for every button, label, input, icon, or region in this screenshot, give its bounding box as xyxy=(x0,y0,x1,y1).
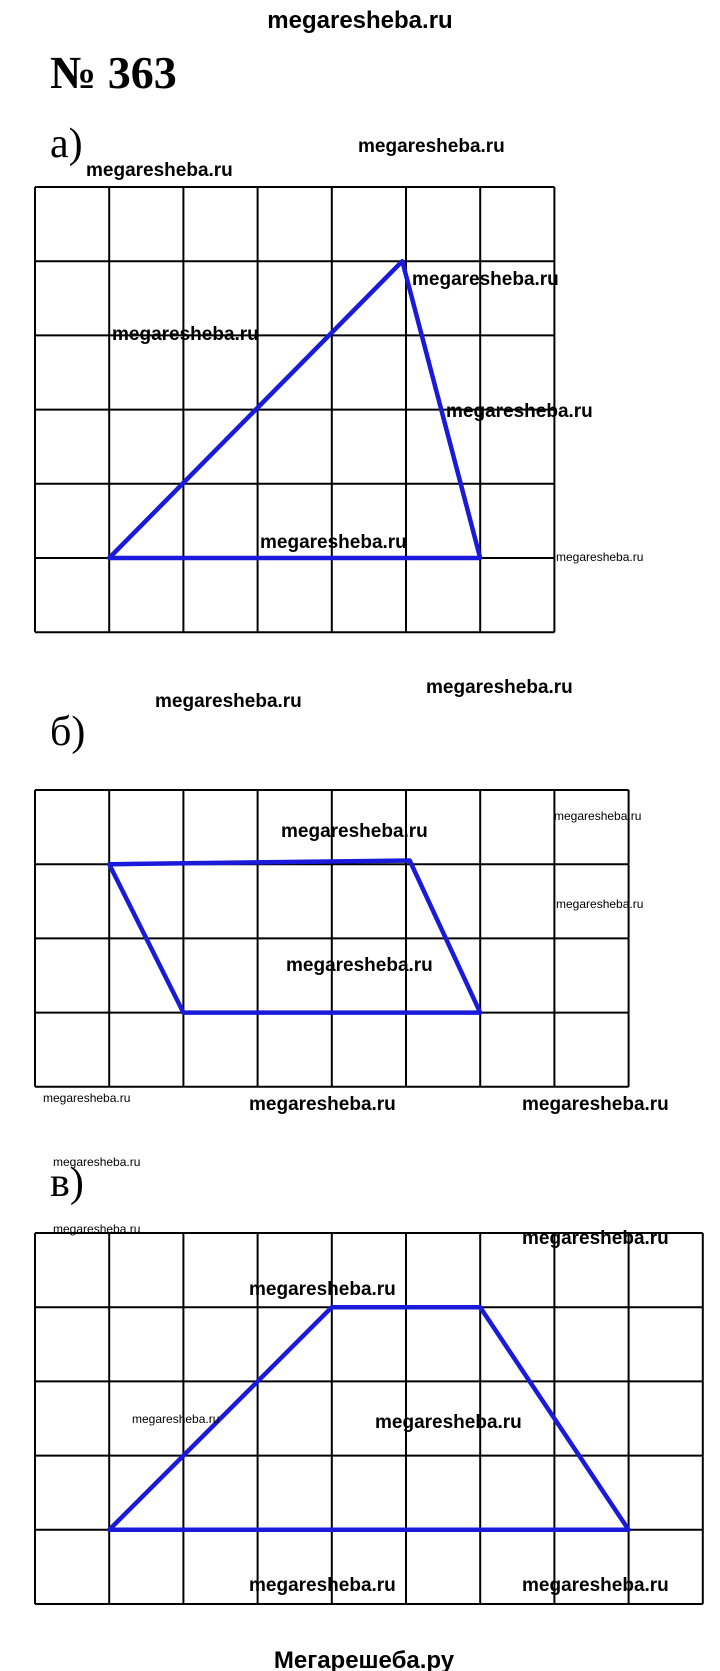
watermark: megaresheba.ru xyxy=(112,324,259,345)
watermark: megaresheba.ru xyxy=(412,269,559,290)
watermark: megaresheba.ru xyxy=(556,897,643,911)
watermark: megaresheba.ru xyxy=(53,1222,140,1236)
part-c-trapezoid xyxy=(106,1304,631,1533)
part-c-label: в) xyxy=(50,1160,84,1206)
watermark: megaresheba.ru xyxy=(249,1094,396,1115)
watermark: megaresheba.ru xyxy=(86,160,233,181)
watermark: megaresheba.ru xyxy=(556,550,643,564)
watermark: megaresheba.ru xyxy=(375,1412,522,1433)
part-a-triangle xyxy=(106,258,483,561)
watermark: megaresheba.ru xyxy=(522,1094,669,1115)
watermark: megaresheba.ru xyxy=(446,401,593,422)
watermark: megaresheba.ru xyxy=(155,691,302,712)
watermark: megaresheba.ru xyxy=(281,821,428,842)
watermark: megaresheba.ru xyxy=(358,136,505,157)
watermark: megaresheba.ru xyxy=(53,1155,140,1169)
watermark: megaresheba.ru xyxy=(522,1228,669,1249)
footer-brand: Мегарешеба.ру xyxy=(274,1647,455,1671)
header-watermark: megaresheba.ru xyxy=(267,7,452,34)
watermark: megaresheba.ru xyxy=(249,1279,396,1300)
watermark: megaresheba.ru xyxy=(522,1575,669,1596)
watermark: megaresheba.ru xyxy=(260,532,407,553)
problem-number: № 363 xyxy=(50,47,177,98)
watermark: megaresheba.ru xyxy=(132,1412,219,1426)
part-c-grid xyxy=(34,1232,704,1605)
part-b-parallelogram xyxy=(106,858,483,1015)
watermark: megaresheba.ru xyxy=(426,677,573,698)
watermark: megaresheba.ru xyxy=(249,1575,396,1596)
part-a-grid xyxy=(34,186,556,634)
part-b-label: б) xyxy=(50,709,85,755)
part-b-grid xyxy=(34,789,630,1088)
watermark: megaresheba.ru xyxy=(554,809,641,823)
watermark: megaresheba.ru xyxy=(286,955,433,976)
part-a-label: а) xyxy=(50,121,83,167)
watermark: megaresheba.ru xyxy=(43,1091,130,1105)
